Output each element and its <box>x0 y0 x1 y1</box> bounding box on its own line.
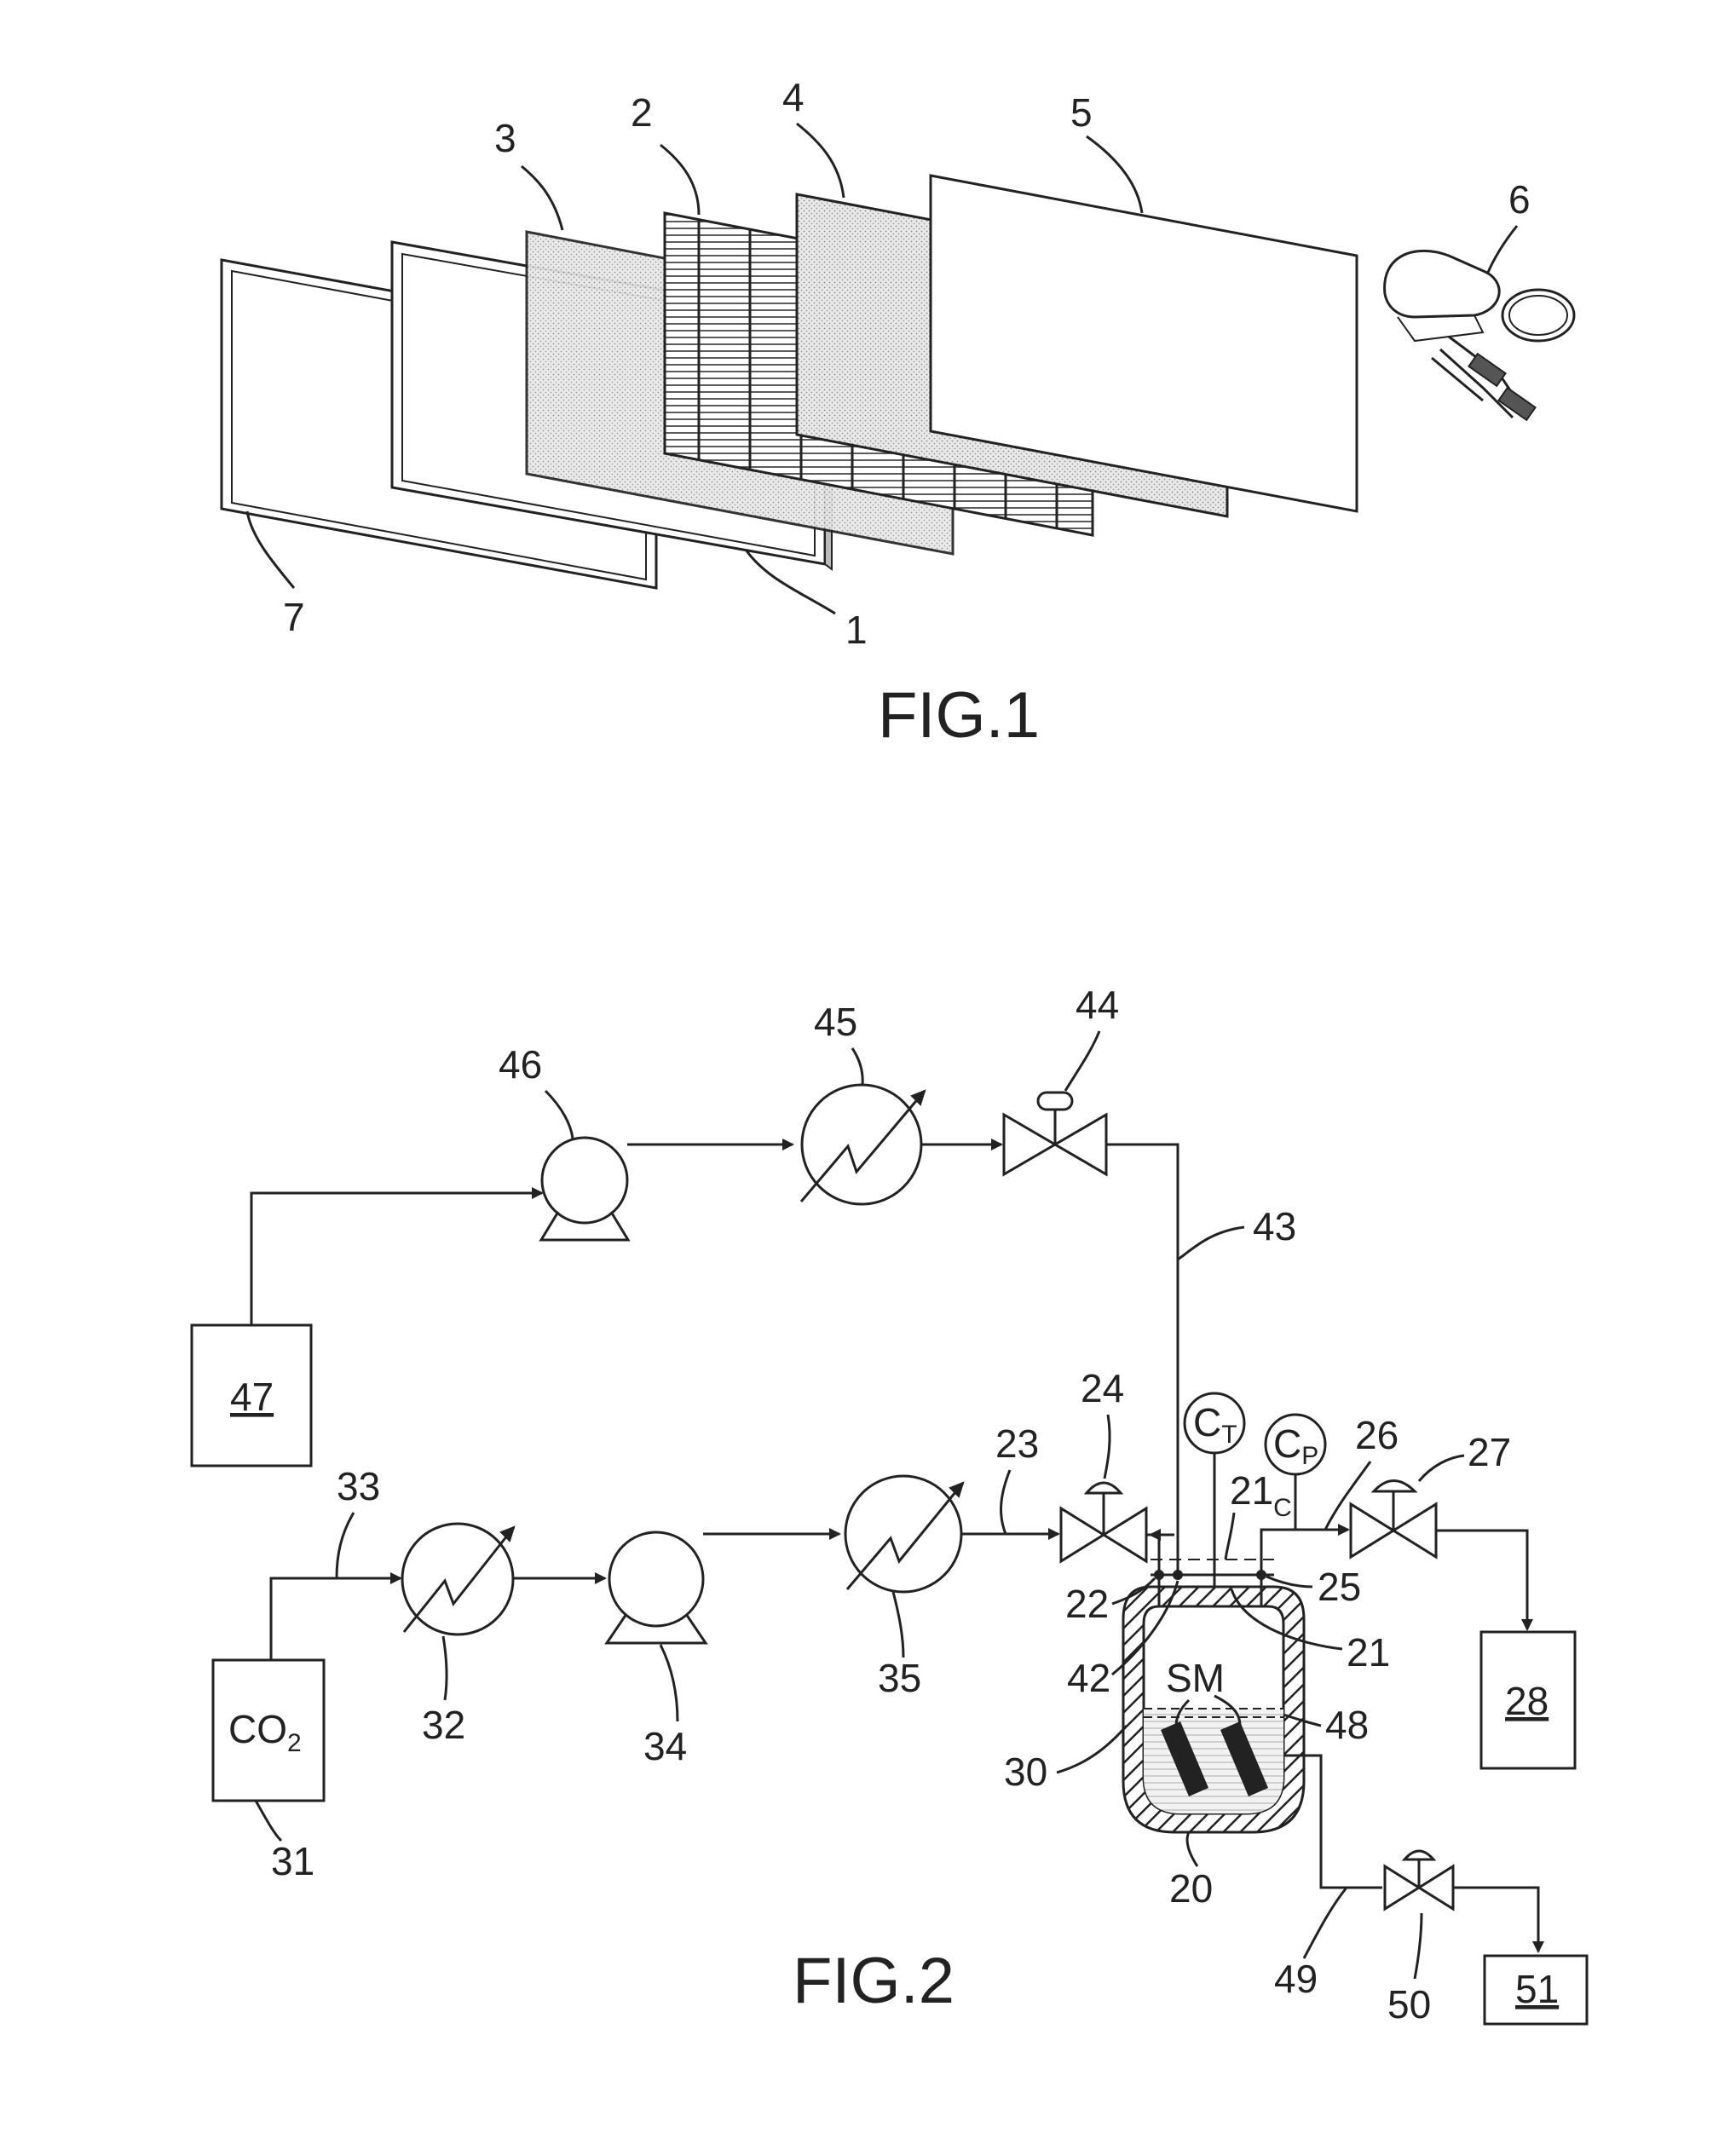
label-21: 21 <box>1347 1630 1390 1675</box>
label-30: 30 <box>1004 1750 1047 1794</box>
line-50-to-51 <box>1453 1888 1538 1952</box>
fig1-caption: FIG.1 <box>878 679 1040 752</box>
leader-3 <box>522 166 562 230</box>
label-20: 20 <box>1169 1866 1213 1911</box>
leader-45 <box>852 1048 862 1085</box>
label-27: 27 <box>1468 1430 1511 1474</box>
pump-46 <box>541 1138 628 1240</box>
pump-34 <box>607 1532 706 1643</box>
heat-exchanger-45 <box>801 1085 925 1204</box>
label-31: 31 <box>271 1839 314 1883</box>
valve-27 <box>1351 1481 1436 1558</box>
label-47: 47 <box>230 1375 274 1419</box>
leader-24 <box>1104 1415 1110 1479</box>
label-34: 34 <box>643 1724 687 1768</box>
leader-43 <box>1178 1227 1244 1260</box>
leader-35 <box>893 1592 903 1658</box>
label-23: 23 <box>995 1421 1039 1466</box>
leader-46 <box>545 1091 573 1139</box>
leader-30 <box>1057 1726 1127 1773</box>
label-35: 35 <box>878 1656 921 1700</box>
label-42: 42 <box>1067 1656 1110 1700</box>
leader-25 <box>1266 1577 1312 1587</box>
leader-44 <box>1065 1031 1099 1091</box>
label-24: 24 <box>1081 1366 1124 1410</box>
leader-50 <box>1415 1913 1422 1979</box>
label-28: 28 <box>1505 1679 1549 1723</box>
leader-6 <box>1487 226 1517 274</box>
heat-exchanger-32 <box>402 1524 514 1635</box>
label-46: 46 <box>499 1042 542 1087</box>
heat-exchanger-35 <box>845 1476 963 1592</box>
leader-34 <box>660 1645 678 1721</box>
label-21c: 21C <box>1230 1468 1292 1522</box>
leader-31 <box>256 1801 281 1841</box>
label-43: 43 <box>1253 1204 1296 1248</box>
leader-7 <box>247 511 294 588</box>
label-7: 7 <box>283 595 305 639</box>
line-vessel-inlet <box>1146 1535 1159 1575</box>
leader-26 <box>1325 1462 1370 1530</box>
label-sm: SM <box>1166 1656 1225 1700</box>
label-2: 2 <box>631 90 653 135</box>
label-48: 48 <box>1325 1703 1369 1747</box>
fig2-caption: FIG.2 <box>793 1945 955 2017</box>
label-6: 6 <box>1508 177 1531 222</box>
line-47-to-46 <box>251 1193 542 1325</box>
fig1-exploded-view: 3 2 4 5 6 7 1 FIG.1 <box>222 75 1574 752</box>
label-26: 26 <box>1355 1413 1399 1457</box>
junction-box-6 <box>1385 251 1574 419</box>
leader-4 <box>797 124 844 198</box>
label-50: 50 <box>1387 1982 1431 2027</box>
line-43 <box>1106 1144 1178 1572</box>
label-44: 44 <box>1076 983 1119 1027</box>
leader-23 <box>1001 1470 1010 1534</box>
leader-27 <box>1419 1456 1464 1481</box>
leader-2 <box>660 145 699 215</box>
line-27-to-28 <box>1436 1531 1527 1629</box>
line-33 <box>271 1578 401 1660</box>
leader-5 <box>1087 136 1142 213</box>
leader-20 <box>1187 1832 1197 1866</box>
fig2-process-diagram: 47 46 45 44 43 <box>192 983 1587 2027</box>
label-22: 22 <box>1065 1582 1109 1626</box>
valve-24 <box>1061 1483 1146 1561</box>
svg-text:CT: CT <box>1193 1400 1237 1449</box>
vessel-20 <box>1123 1570 1304 1832</box>
label-51: 51 <box>1515 1967 1559 2011</box>
leader-49 <box>1304 1888 1347 1958</box>
leader-33 <box>337 1513 354 1578</box>
label-33: 33 <box>337 1464 380 1508</box>
label-45: 45 <box>814 1000 857 1044</box>
label-32: 32 <box>422 1703 465 1747</box>
svg-text:CP: CP <box>1273 1421 1318 1470</box>
label-49: 49 <box>1274 1957 1318 2001</box>
label-25: 25 <box>1318 1565 1361 1609</box>
label-4: 4 <box>782 75 805 119</box>
label-3: 3 <box>494 116 516 160</box>
label-5: 5 <box>1070 90 1093 135</box>
valve-50 <box>1385 1851 1453 1909</box>
leader-32 <box>443 1636 447 1700</box>
leader-21c <box>1226 1513 1234 1560</box>
label-1: 1 <box>845 608 868 652</box>
valve-44 <box>1004 1093 1106 1174</box>
